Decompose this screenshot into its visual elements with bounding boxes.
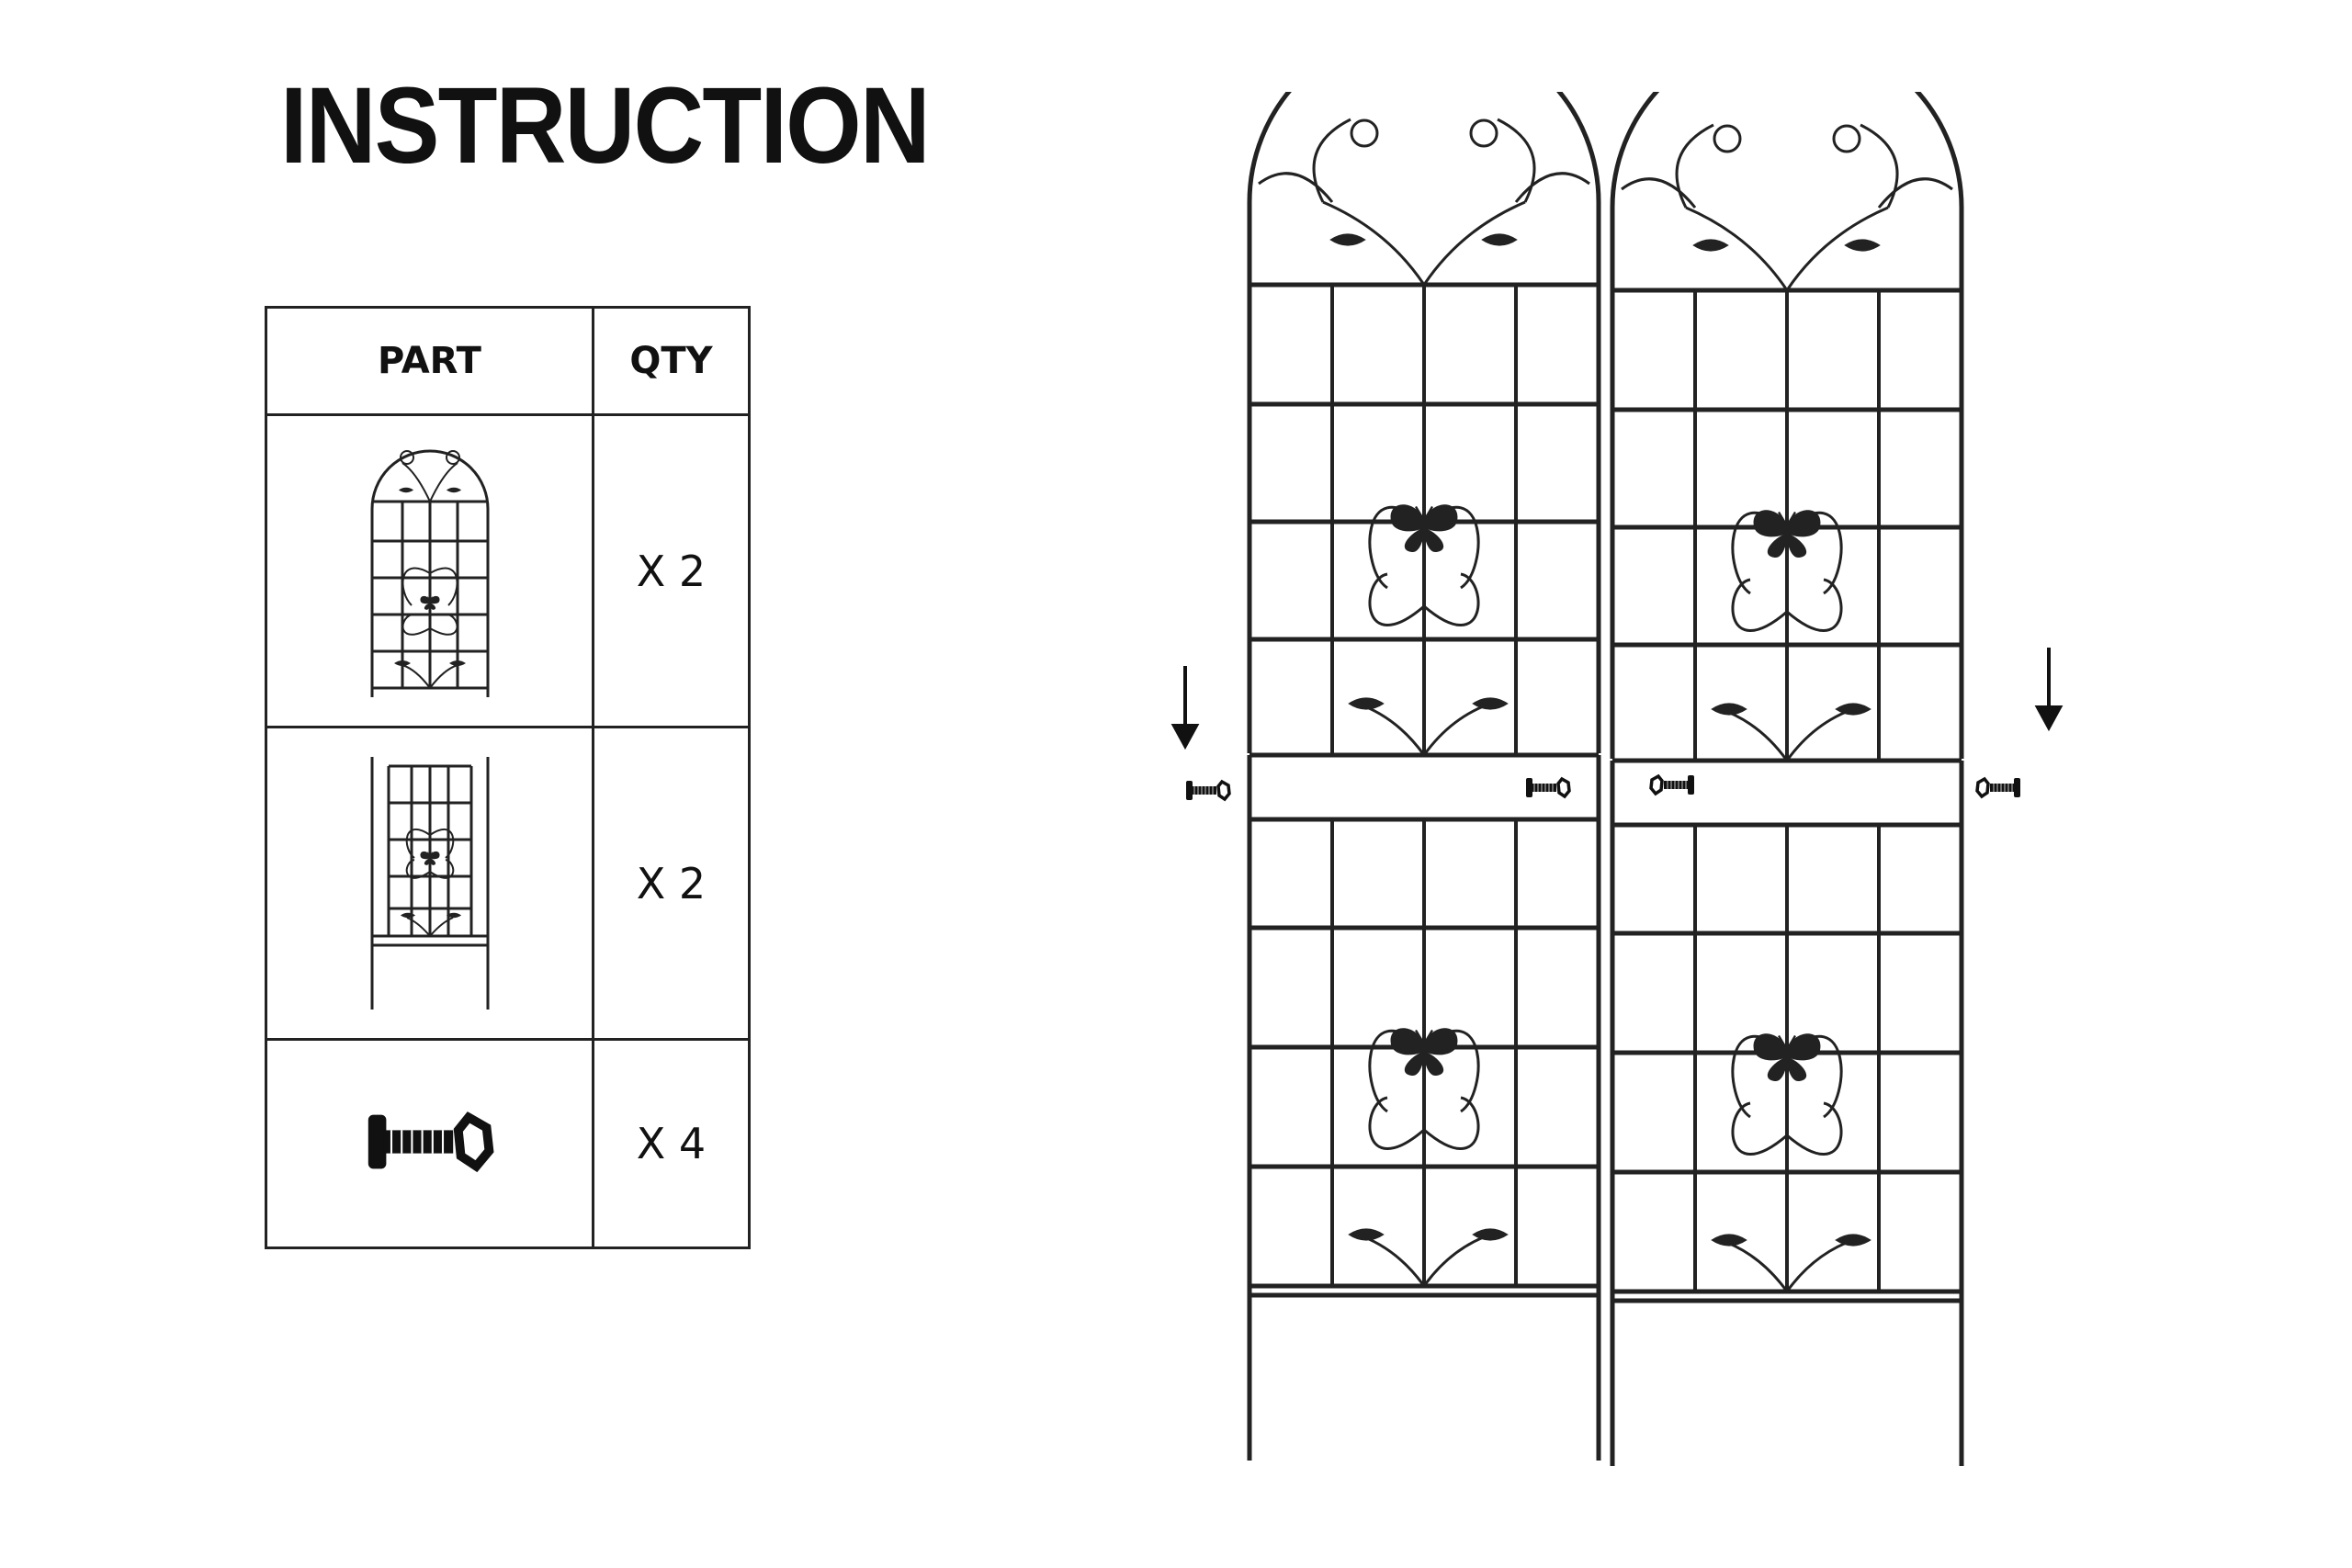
table-row: X 2 [265,726,751,1041]
assembly-diagram [1170,92,2064,1479]
trellis-panel-left [1247,92,1601,1461]
trellis-panel-right [1612,92,1962,1466]
part-cell [265,1038,594,1249]
table-row: X 4 [265,1038,751,1249]
part-cell [265,726,594,1041]
parts-table: PART QTY [265,306,751,1249]
qty-cell: X 2 [592,726,751,1041]
bolt-and-nut-icon [1525,776,1571,799]
table-header-row: PART QTY [265,306,751,416]
down-arrow-icon [1170,666,1200,750]
part-cell [265,413,594,728]
arched-trellis-top-panel-icon [370,449,489,697]
trellis-bottom-panel-with-stakes-icon [370,757,489,1010]
part-header: PART [265,306,594,416]
bolt-and-nut-icon [366,1110,494,1174]
bolt-and-nut-icon [1975,776,2021,799]
page-title: INSTRUCTION [280,65,931,186]
down-arrow-icon [2034,648,2064,732]
qty-cell: X 4 [592,1038,751,1249]
qty-header: QTY [592,306,751,416]
qty-cell: X 2 [592,413,751,728]
table-row: X 2 [265,413,751,728]
bolt-and-nut-icon [1649,773,1695,796]
bolt-and-nut-icon [1185,779,1231,802]
